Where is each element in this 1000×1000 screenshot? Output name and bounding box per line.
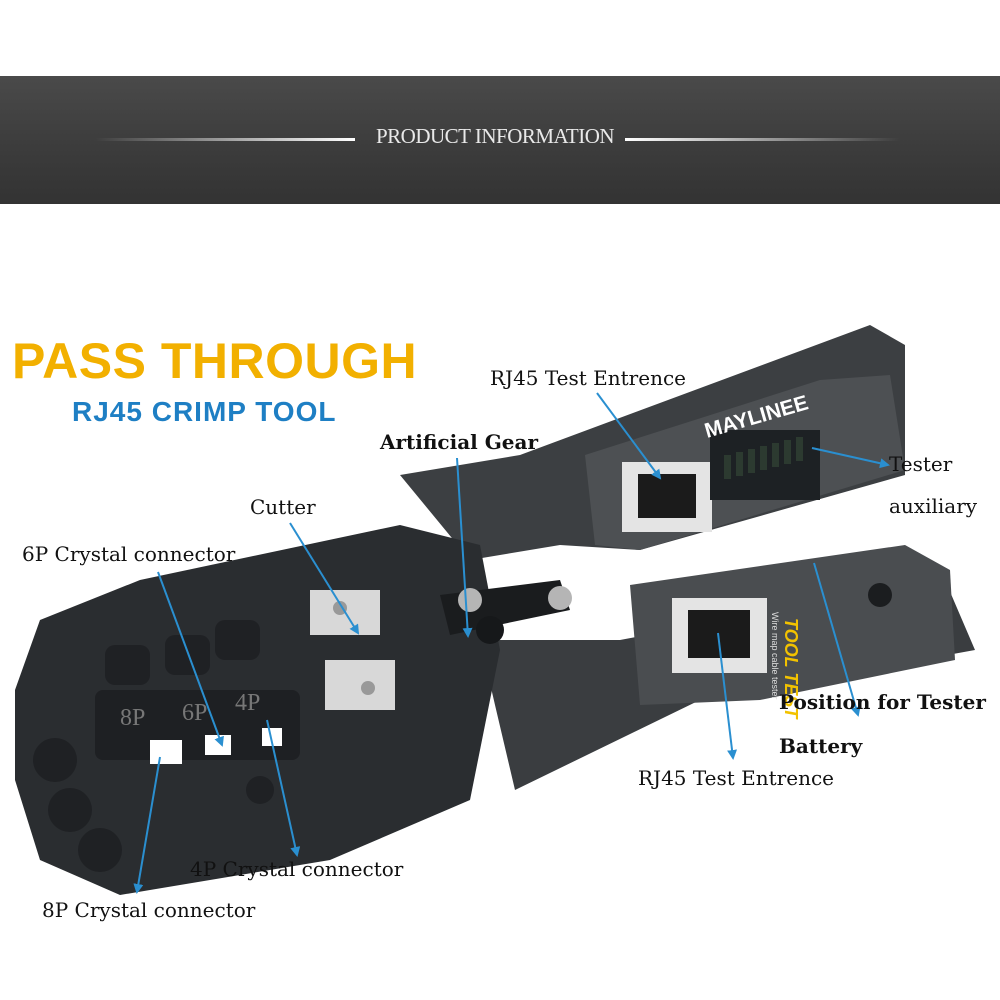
label-artificial-gear: Artificial Gear	[380, 430, 539, 454]
label-tester-auxiliary: auxiliary	[889, 494, 978, 518]
banner-divider-left	[95, 138, 355, 141]
label-rj45-test-entrance-bottom: RJ45 Test Entrence	[638, 766, 834, 790]
label-rj45-test-entrance-top: RJ45 Test Entrence	[490, 366, 686, 390]
led-indicators	[710, 430, 820, 500]
label-6p-crystal-connector: 6P Crystal connector	[22, 542, 236, 566]
die-mark-8p: 8P	[120, 705, 145, 731]
label-position-for-tester: Position for Tester	[779, 690, 986, 714]
battery-cover	[868, 583, 892, 607]
banner-title: PRODUCT INFORMATION	[375, 124, 615, 148]
headline-subtitle: RJ45 CRIMP TOOL	[72, 396, 337, 427]
crimp-die: 8P 6P 4P	[95, 690, 300, 764]
tester-print: TOOL TEST	[781, 618, 801, 720]
label-tester: Tester	[889, 452, 953, 476]
banner-divider-right	[625, 138, 900, 141]
rj45-port-top	[622, 462, 712, 532]
headline-title: PASS THROUGH	[12, 333, 418, 389]
rj45-port-bottom	[672, 598, 767, 673]
label-cutter: Cutter	[250, 495, 316, 519]
label-8p-crystal-connector: 8P Crystal connector	[42, 898, 256, 922]
tester-small-print: Wire map cable tester	[770, 612, 780, 700]
crimp-tool-image: 8P 6P 4P MAYLINEE	[15, 325, 975, 895]
label-4p-crystal-connector: 4P Crystal connector	[190, 857, 404, 881]
die-mark-6p: 6P	[182, 700, 207, 726]
label-battery: Battery	[779, 734, 863, 758]
die-mark-4p: 4P	[235, 690, 260, 716]
